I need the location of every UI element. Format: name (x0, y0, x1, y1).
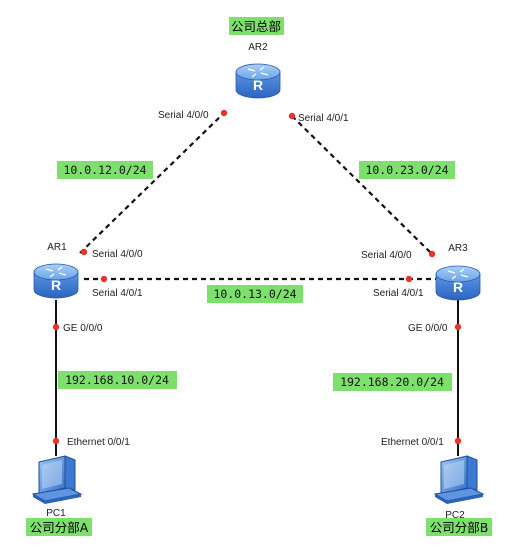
port-label-ar3-ge: GE 0/0/0 (408, 323, 448, 334)
port-label-ar1-s400: Serial 4/0/0 (92, 249, 143, 260)
port-label-ar1-s401: Serial 4/0/1 (92, 288, 143, 299)
port-label-pc2-eth: Ethernet 0/0/1 (381, 437, 444, 448)
port-dot-ar2-s401 (288, 112, 296, 120)
port-dots (52, 109, 462, 445)
network-label-ar2-ar3: 10.0.23.0/24 (365, 163, 448, 177)
port-label-ar1-ge: GE 0/0/0 (63, 323, 103, 334)
pc-pc2[interactable]: PC2 (434, 455, 484, 521)
port-dot-ar1-ge (52, 323, 60, 331)
router-ar1[interactable]: AR1 (33, 242, 79, 299)
pc-pc1[interactable]: PC1 (32, 455, 82, 519)
router-icon (235, 63, 281, 99)
pc-label-pc1: PC1 (46, 508, 66, 519)
group-label-branch-b: 公司分部B (430, 520, 489, 535)
group-label-headquarters: 公司总部 (231, 19, 281, 34)
port-labels: Serial 4/0/0 Serial 4/0/1 Serial 4/0/0 S… (63, 110, 448, 448)
port-label-ar3-s400: Serial 4/0/0 (361, 250, 412, 261)
network-label-ar1-ar2: 10.0.12.0/24 (63, 163, 146, 177)
port-dot-ar3-ge (454, 323, 462, 331)
port-dot-ar1-s400 (80, 248, 88, 256)
pc-icon (434, 455, 484, 505)
router-icon (33, 263, 79, 299)
router-label-ar1: AR1 (47, 242, 67, 253)
port-dot-ar2-s400 (220, 109, 228, 117)
network-label-ar1-ar3: 10.0.13.0/24 (213, 287, 296, 301)
port-label-ar2-s400: Serial 4/0/0 (158, 110, 209, 121)
port-dot-pc1-eth (52, 437, 60, 445)
pc-label-pc2: PC2 (445, 510, 465, 521)
network-label-lan-b: 192.168.20.0/24 (340, 375, 444, 389)
group-labels: 公司总部 公司分部A 公司分部B (26, 17, 492, 536)
port-dot-ar3-s400 (428, 250, 436, 258)
link-ar2-ar3 (291, 115, 433, 255)
link-ar1-ar2 (79, 112, 225, 254)
router-icon (435, 265, 481, 301)
router-label-ar3: AR3 (448, 243, 468, 254)
port-dot-pc2-eth (454, 437, 462, 445)
port-dot-ar1-s401 (100, 275, 108, 283)
port-label-ar2-s401: Serial 4/0/1 (298, 113, 349, 124)
port-label-pc1-eth: Ethernet 0/0/1 (67, 437, 130, 448)
router-ar2[interactable]: AR2 (235, 42, 281, 99)
port-label-ar3-s401: Serial 4/0/1 (373, 288, 424, 299)
router-ar3[interactable]: AR3 (435, 243, 481, 301)
router-label-ar2: AR2 (248, 42, 268, 53)
group-label-branch-a: 公司分部A (30, 520, 89, 535)
pc-icon (32, 455, 82, 505)
port-dot-ar3-s401 (405, 275, 413, 283)
network-labels: 10.0.12.0/24 10.0.23.0/24 10.0.13.0/24 1… (57, 161, 455, 391)
network-label-lan-a: 192.168.10.0/24 (65, 373, 169, 387)
